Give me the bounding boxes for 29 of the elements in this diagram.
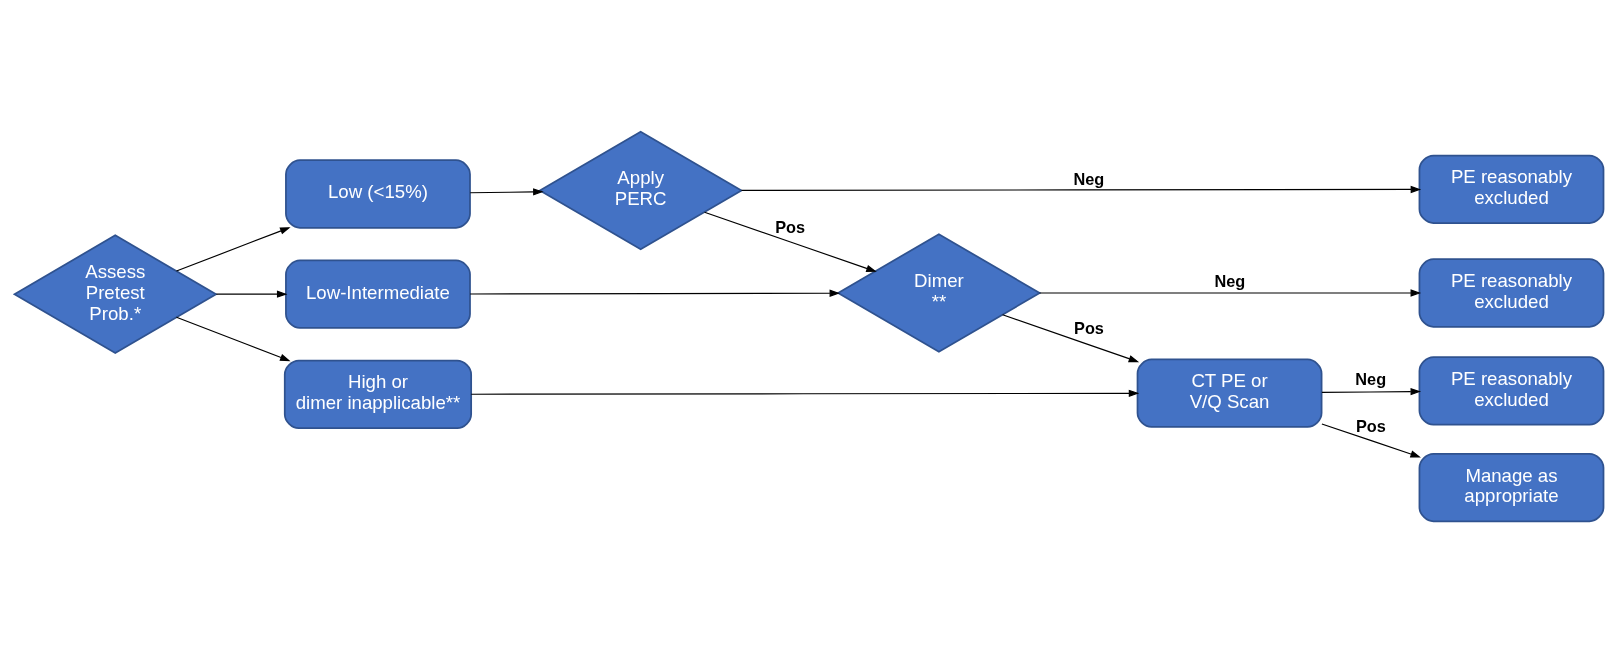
node-diamond: Dimer ** xyxy=(836,233,1042,353)
edge-label: Neg xyxy=(1355,370,1387,389)
arrow xyxy=(175,227,291,272)
arrow xyxy=(1002,314,1140,363)
arrow xyxy=(1321,388,1422,396)
node-box: PE reasonably excluded xyxy=(1418,258,1605,328)
node-diamond: Assess Pretest Prob.* xyxy=(12,234,218,354)
edge-label: Neg xyxy=(1214,272,1246,291)
arrow xyxy=(469,289,841,297)
arrow xyxy=(704,211,877,272)
node-box: Low (<15%) xyxy=(285,159,471,229)
arrow xyxy=(740,185,1422,194)
node-box: CT PE or V/Q Scan xyxy=(1136,358,1323,428)
arrow xyxy=(1321,423,1421,458)
node-box: PE reasonably excluded xyxy=(1418,356,1605,426)
node-box: Manage as appropriate xyxy=(1418,452,1605,523)
edge-label: Pos xyxy=(1074,319,1104,338)
arrow xyxy=(469,188,544,196)
node-box: Low-Intermediate xyxy=(285,259,471,329)
edge-label: Pos xyxy=(775,217,806,236)
arrow xyxy=(470,389,1140,397)
arrow xyxy=(215,290,288,298)
edge-label: Pos xyxy=(1355,416,1386,435)
arrow xyxy=(1039,289,1422,297)
arrow xyxy=(175,316,291,362)
edge-label: Neg xyxy=(1073,169,1105,188)
node-box: High or dimer inapplicable** xyxy=(283,359,473,429)
node-box: PE reasonably excluded xyxy=(1418,154,1605,224)
node-diamond: Apply PERC xyxy=(538,130,744,251)
